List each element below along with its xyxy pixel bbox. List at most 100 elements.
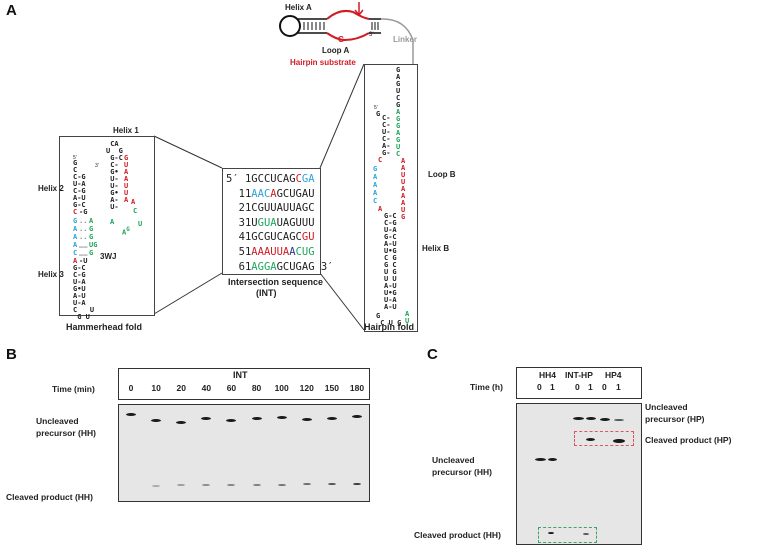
band-cleaved	[202, 484, 211, 486]
panel-b-label: B	[6, 346, 17, 363]
band-int-hp-1-uncleaved	[586, 417, 596, 420]
band-hh4-0-uncleaved	[535, 458, 546, 461]
int-sequence-line: 11AACAGCUGAU	[226, 187, 320, 202]
band-uncleaved	[176, 421, 187, 424]
timepoint-label: 60	[226, 383, 237, 393]
time-h-value: 1	[550, 382, 555, 392]
hp-5prime: 5′	[374, 105, 378, 111]
substrate-loop-circle	[279, 15, 301, 37]
band-hh4-1-cleaved	[548, 532, 554, 534]
cleaved-hh-label: Cleaved product (HH)	[6, 492, 93, 502]
helix-a-label: Helix A	[285, 3, 312, 12]
helix-b-label: Helix B	[422, 244, 450, 253]
int-caption-line1: Intersection sequence	[228, 277, 324, 287]
substrate-3prime: 3′	[369, 32, 374, 38]
hairpin-substrate-schematic	[279, 2, 414, 70]
group-label: INT-HP	[565, 370, 593, 380]
band-uncleaved	[326, 417, 337, 420]
band-cleaved	[353, 483, 361, 485]
hh-3prime: 3′	[95, 163, 99, 169]
line-number: 11	[226, 187, 252, 200]
hh-5prime: 5′	[73, 155, 77, 161]
loop-a-nt: G	[338, 35, 345, 44]
cleaved-hh-highlight-box	[538, 527, 597, 543]
band-uncleaved	[301, 418, 312, 421]
helix-3-label: Helix 3	[38, 270, 64, 279]
band-uncleaved	[126, 413, 136, 416]
nucleotide-segment: C	[295, 173, 302, 185]
band-int-hp-1-cleaved	[586, 438, 595, 441]
timepoint-label: 10	[151, 383, 161, 393]
loop-a-bottom	[326, 32, 370, 42]
band-cleaved	[327, 483, 336, 485]
nucleotide-segment: CUG	[295, 245, 315, 258]
time-h-value: 0	[575, 382, 580, 392]
int-sequence-line: 61AGGAGCUGAG 3′	[226, 260, 334, 275]
band-uncleaved	[226, 419, 237, 422]
band-cleaved	[177, 484, 186, 486]
nucleotide-segment: A	[289, 245, 296, 258]
timepoint-label: 120	[299, 383, 314, 393]
time-min-label: Time (min)	[52, 384, 95, 394]
timepoint-label: 20	[176, 383, 186, 393]
band-uncleaved	[352, 415, 362, 418]
loop-a-top	[326, 9, 370, 20]
band-int-hp-1-cleaved-hh	[583, 533, 589, 535]
band-int-hp-0-uncleaved	[573, 417, 584, 420]
uncleaved-hh-c-label-2: precursor (HH)	[432, 467, 492, 477]
helix-a-basepairs	[303, 22, 325, 30]
time-h-value: 0	[537, 382, 542, 392]
nucleotide-segment: AAC	[251, 187, 271, 200]
group-label: HP4	[605, 370, 622, 380]
hammerhead-fold-caption: Hammerhead fold	[66, 322, 143, 332]
panel-c-label: C	[427, 346, 438, 363]
hammerhead-fold-box	[59, 136, 155, 316]
nucleotide-segment: GA	[301, 173, 315, 185]
band-hp4-1-uncleaved	[614, 419, 624, 421]
nucleotide-segment: AAAUUA	[251, 245, 290, 258]
band-uncleaved	[251, 417, 262, 420]
band-cleaved	[152, 485, 161, 487]
timepoint-label: 80	[251, 383, 262, 393]
int-sequence-line: 5′ 1GCCUCAGCGA	[226, 172, 320, 187]
linker-label: Linker	[393, 35, 418, 44]
nucleotide-segment: GUA	[257, 216, 277, 229]
line-number: 31	[226, 216, 252, 229]
hairpin-substrate-caption: Hairpin substrate	[290, 58, 356, 67]
int-sequence-lines: 5′ 1GCCUCAGCGA 11AACAGCUGAU 21CGUUAUUAGC…	[223, 169, 334, 275]
int-sequence-line: 31UGUAUAGUUU	[226, 216, 320, 231]
hairpin-fold-caption: Hairpin fold	[364, 322, 414, 332]
band-hp4-0-uncleaved	[600, 418, 610, 421]
band-uncleaved	[201, 417, 212, 420]
band-cleaved	[227, 484, 236, 486]
timepoint-label: 0	[128, 383, 134, 393]
intersection-sequence-box: 5′ 1GCCUCAGCGA 11AACAGCUGAU 21CGUUAUUAGC…	[222, 168, 334, 275]
zoom-connector-lines	[153, 63, 365, 331]
timepoint-label: 100	[274, 383, 289, 393]
band-cleaved	[252, 484, 261, 486]
helix-2-label: Helix 2	[38, 184, 64, 193]
nucleotide-segment: GCGUCAGC	[251, 231, 302, 244]
nucleotide-segment: A	[270, 187, 277, 200]
loop-a-label: Loop A	[322, 46, 350, 55]
band-uncleaved	[151, 419, 162, 422]
uncleaved-hh-label-2: precursor (HH)	[36, 428, 96, 438]
construct-label: INT	[233, 370, 248, 380]
band-uncleaved	[276, 416, 287, 419]
uncleaved-hh-label-1: Uncleaved	[36, 416, 79, 426]
uncleaved-hp-label-1: Uncleaved	[645, 402, 688, 412]
three-prime-end: 3′	[314, 260, 334, 273]
hairpin-fold-box	[364, 64, 418, 332]
timepoint-label: 180	[349, 383, 365, 393]
band-hh4-1-uncleaved	[548, 458, 557, 461]
int-sequence-line: 51AAAUUAACUG	[226, 245, 320, 260]
line-number: 41	[226, 231, 252, 244]
line-number: 5′ 1	[226, 173, 252, 185]
line-number: 21	[226, 202, 252, 215]
